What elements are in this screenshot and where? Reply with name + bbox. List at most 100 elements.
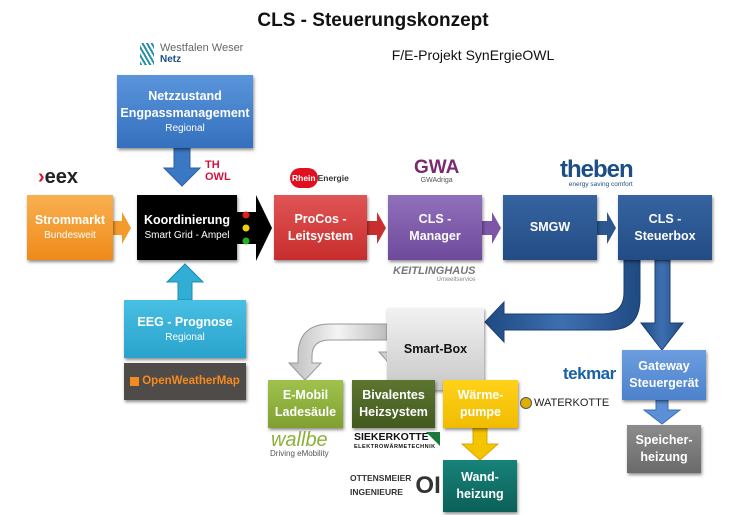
emobil-box: E-Mobil Ladesäule bbox=[268, 380, 343, 428]
steuerbox-box: CLS - Steuerbox bbox=[618, 195, 712, 260]
arrow-eeg-to-koordinierung bbox=[165, 263, 205, 301]
waermepumpe-box: Wärme- pumpe bbox=[443, 380, 518, 428]
wwn-line1: Westfalen Weser bbox=[160, 42, 244, 54]
gwa-name: GWAdriga bbox=[420, 177, 453, 184]
smartbox-line1: Smart-Box bbox=[403, 341, 468, 356]
theben-logo: theben energy saving comfort bbox=[560, 156, 634, 189]
arrow-steuerbox-to-smartbox bbox=[484, 259, 641, 344]
siekerkotte-logo: SIEKERKOTTE ELEKTROWÄRMETECHNIK bbox=[354, 431, 440, 450]
eeg-sub: Regional bbox=[165, 331, 205, 343]
koordinierung-box: Koordinierung Smart Grid - Ampel bbox=[137, 195, 237, 260]
arrow-strommarkt-to-koordinierung bbox=[113, 212, 131, 244]
keitlinghaus-tagline: Umweltservice bbox=[436, 277, 476, 283]
strommarkt-box: Strommarkt Bundesweit bbox=[27, 195, 113, 260]
speicher-box: Speicher- heizung bbox=[627, 425, 701, 473]
traffic-light-green bbox=[242, 237, 250, 245]
emobil-line2: Ladesäule bbox=[274, 405, 337, 419]
netzzustand-sub: Regional bbox=[165, 122, 205, 134]
bivalent-line2: Heizsystem bbox=[359, 405, 428, 419]
gwa-mark: GWA bbox=[414, 157, 460, 178]
procos-box: ProCos - Leitsystem bbox=[274, 195, 367, 260]
arrow-koordinierung-to-procos bbox=[237, 195, 272, 261]
wallbe-tagline: Driving eMobility bbox=[270, 449, 329, 458]
eex-logo: ›eex bbox=[38, 166, 78, 189]
traffic-light-red bbox=[242, 211, 250, 219]
rheinenergie-b: Energie bbox=[317, 173, 349, 183]
strommarkt-line1: Strommarkt bbox=[34, 213, 106, 228]
eeg-box: EEG - Prognose Regional bbox=[124, 300, 246, 358]
diagram-subtitle: F/E-Projekt SynErgieOWL bbox=[391, 47, 555, 63]
westfalen-weser-netz-logo: Westfalen Weser Netz bbox=[140, 42, 243, 65]
openweathermap-icon bbox=[130, 377, 140, 386]
arrow-waermepumpe-to-wandheizung bbox=[460, 427, 500, 461]
openweathermap-box: OpenWeatherMap bbox=[124, 363, 246, 400]
smgw-line1: SMGW bbox=[529, 220, 571, 235]
clsmanager-line1: CLS - bbox=[418, 211, 452, 226]
clsmanager-line2: Manager bbox=[409, 228, 461, 243]
netzzustand-line1: Netzzustand bbox=[148, 88, 222, 103]
ottensmeier-line1: OTTENSMEIER bbox=[350, 473, 412, 484]
arrow-netz-to-koordinierung bbox=[162, 147, 202, 187]
steuerbox-line1: CLS - bbox=[648, 211, 682, 226]
emobil-line1: E-Mobil bbox=[282, 388, 329, 403]
speicher-line2: heizung bbox=[640, 450, 688, 464]
tekmar-logo: tekmar bbox=[563, 364, 616, 383]
ottensmeier-mark: OI bbox=[415, 472, 441, 499]
procos-line2: Leitsystem bbox=[287, 228, 354, 243]
keitlinghaus-logo: KEITLINGHAUS Umweltservice bbox=[393, 266, 476, 284]
thowl-line1: TH bbox=[205, 159, 220, 171]
koordinierung-sub: Smart Grid - Ampel bbox=[144, 230, 230, 242]
arrow-steuerbox-to-gateway bbox=[639, 259, 685, 351]
wandheizung-box: Wand- heizung bbox=[443, 460, 517, 512]
netzzustand-line2: Engpassmanagement bbox=[120, 105, 250, 120]
koordinierung-line1: Koordinierung bbox=[143, 213, 231, 228]
rheinenergie-logo: Rhein Energie bbox=[290, 168, 349, 188]
openweathermap-label: OpenWeatherMap bbox=[142, 374, 240, 387]
rheinenergie-a: Rhein bbox=[290, 168, 318, 188]
strommarkt-sub: Bundesweit bbox=[44, 230, 96, 242]
clsmanager-box: CLS - Manager bbox=[388, 195, 482, 260]
gwadriga-logo: GWA GWAdriga bbox=[414, 158, 459, 184]
wwn-mark-icon bbox=[140, 42, 154, 65]
arrow-procos-to-clsmanager bbox=[367, 212, 386, 244]
siekerkotte-tagline: ELEKTROWÄRMETECHNIK bbox=[354, 443, 436, 450]
netzzustand-box: Netzzustand Engpassmanagement Regional bbox=[117, 75, 253, 148]
wallbe-logo: wallbe Driving eMobility bbox=[270, 430, 329, 458]
eeg-line1: EEG - Prognose bbox=[137, 314, 233, 329]
diagram-title: CLS - Steuerungskonzept bbox=[257, 10, 489, 31]
procos-line1: ProCos - bbox=[294, 211, 347, 226]
thowl-logo: TH OWL bbox=[205, 159, 231, 183]
wandheizung-line2: heizung bbox=[456, 487, 504, 501]
wallbe-name: wallbe bbox=[270, 429, 328, 451]
theben-name: theben bbox=[560, 156, 634, 183]
speicher-line1: Speicher- bbox=[635, 433, 693, 448]
bivalent-box: Bivalentes Heizsystem bbox=[352, 380, 435, 428]
thowl-line2: OWL bbox=[205, 170, 231, 183]
steuerbox-line2: Steuerbox bbox=[634, 228, 696, 243]
arrow-gateway-to-speicher bbox=[642, 399, 682, 425]
eex-chevron-icon: › bbox=[38, 166, 45, 188]
waterkotte-mark-icon bbox=[520, 397, 532, 409]
traffic-light-yellow bbox=[242, 224, 250, 232]
bivalent-line1: Bivalentes bbox=[362, 388, 425, 403]
siekerkotte-mark-icon bbox=[426, 432, 440, 446]
gateway-line1: Gateway bbox=[638, 359, 690, 374]
smgw-box: SMGW bbox=[503, 195, 597, 260]
arrow-smgw-to-steuerbox bbox=[597, 212, 616, 244]
ottensmeier-logo: OTTENSMEIER INGENIEURE OI bbox=[350, 472, 441, 500]
gateway-line2: Steuergerät bbox=[629, 376, 699, 390]
waterkotte-name: WATERKOTTE bbox=[534, 397, 610, 409]
eex-text: eex bbox=[44, 166, 79, 188]
smartbox-box: Smart-Box bbox=[387, 308, 484, 390]
arrow-smartbox-to-emobil bbox=[287, 323, 388, 381]
waermepumpe-line2: pumpe bbox=[460, 405, 501, 419]
wandheizung-line1: Wand- bbox=[461, 470, 499, 485]
arrow-clsmanager-to-smgw bbox=[482, 212, 501, 244]
wwn-line2: Netz bbox=[160, 54, 182, 66]
ottensmeier-line2: INGENIEURE bbox=[350, 487, 403, 497]
waermepumpe-line1: Wärme- bbox=[457, 388, 504, 403]
siekerkotte-name: SIEKERKOTTE bbox=[354, 431, 429, 443]
gateway-box: Gateway Steuergerät bbox=[622, 350, 706, 400]
theben-tagline: energy saving comfort bbox=[568, 181, 633, 188]
